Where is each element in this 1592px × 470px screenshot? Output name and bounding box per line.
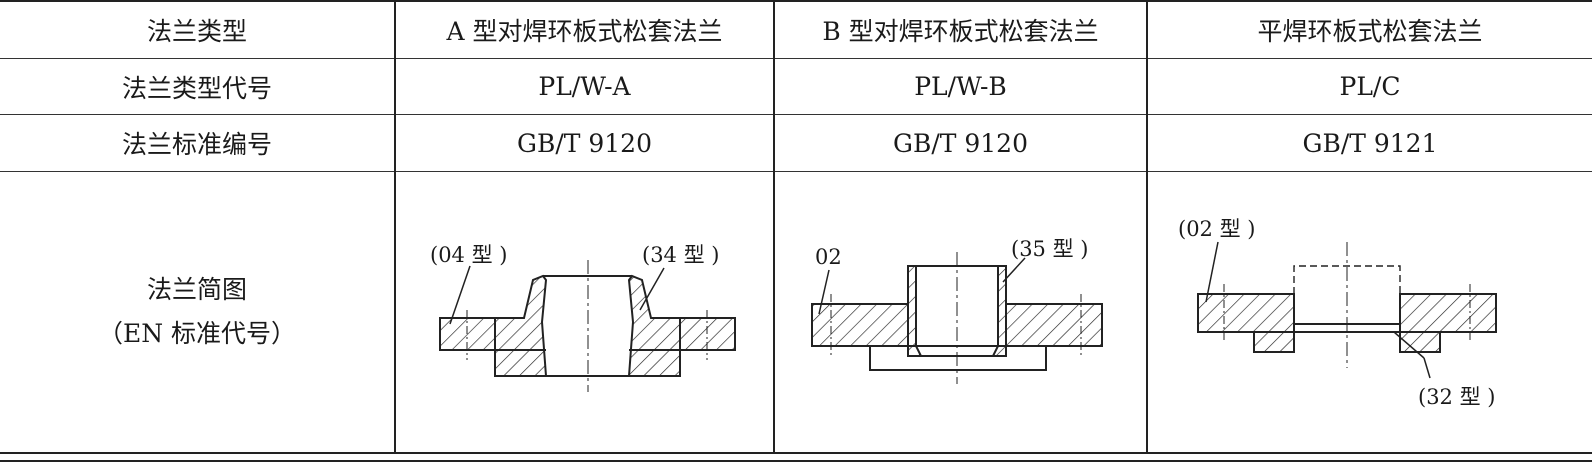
standard-b: GB/T 9120 [892,128,1028,158]
code-c: PL/C [1339,72,1401,101]
column-divider [773,0,775,452]
ring-right [1399,331,1441,353]
sketch-type-c-svg: (02 型 ) (32 型 ) [1178,217,1497,409]
table-bottom-rule [0,452,1592,454]
sketch-row-label: 法兰简图 （EN 标准代号） [0,172,394,452]
code-b: PL/W-B [914,72,1007,101]
plate-right [1005,303,1103,347]
tag-02-top: (02 型 ) [1178,217,1255,241]
header-type-a: A 型对焊环板式松套法兰 [446,17,723,46]
plate-left [811,303,909,347]
sketch-type-a: (04 型 ) (34 型 ) [396,172,773,452]
tag-34: (34 型 ) [642,243,719,267]
header-type-b: B 型对焊环板式松套法兰 [822,17,1099,46]
sketch-type-b: 02 (35 型 ) [775,172,1146,452]
hub-right [627,274,681,377]
tag-02: 02 [815,245,842,269]
sleeve-right [991,265,1007,357]
code-a: PL/W-A [538,72,631,101]
sketch-type-c: (02 型 ) (32 型 ) [1148,172,1592,452]
tag-35: (35 型 ) [1011,237,1088,261]
row-divider [0,114,1592,115]
sleeve-left [907,265,923,357]
sketch-type-b-svg: 02 (35 型 ) [811,237,1103,384]
row-divider [0,58,1592,59]
row-divider [0,171,1592,172]
tag-32: (32 型 ) [1418,385,1495,409]
sketch-type-a-svg: (04 型 ) (34 型 ) [430,243,736,392]
plate-right [1399,293,1497,333]
column-divider [1146,0,1148,452]
standard-a: GB/T 9120 [516,128,652,158]
sketch-row-label-line2: （EN 标准代号） [97,319,297,348]
sketch-row-label-line1: 法兰简图 [146,275,247,304]
tag-04: (04 型 ) [430,243,507,267]
standard-c: GB/T 9121 [1302,128,1438,158]
header-type-c: 平焊环板式松套法兰 [1257,17,1483,46]
hub-left [494,274,548,377]
row-label-code: 法兰类型代号 [121,73,272,103]
ring-left [1253,331,1295,353]
header-flange-type: 法兰类型 [146,17,247,46]
column-divider [394,0,396,452]
row-label-standard: 法兰标准编号 [121,130,272,159]
plate-left [1197,293,1295,333]
table-top-rule [0,0,1592,2]
table-bottom-rule-2 [0,460,1592,462]
